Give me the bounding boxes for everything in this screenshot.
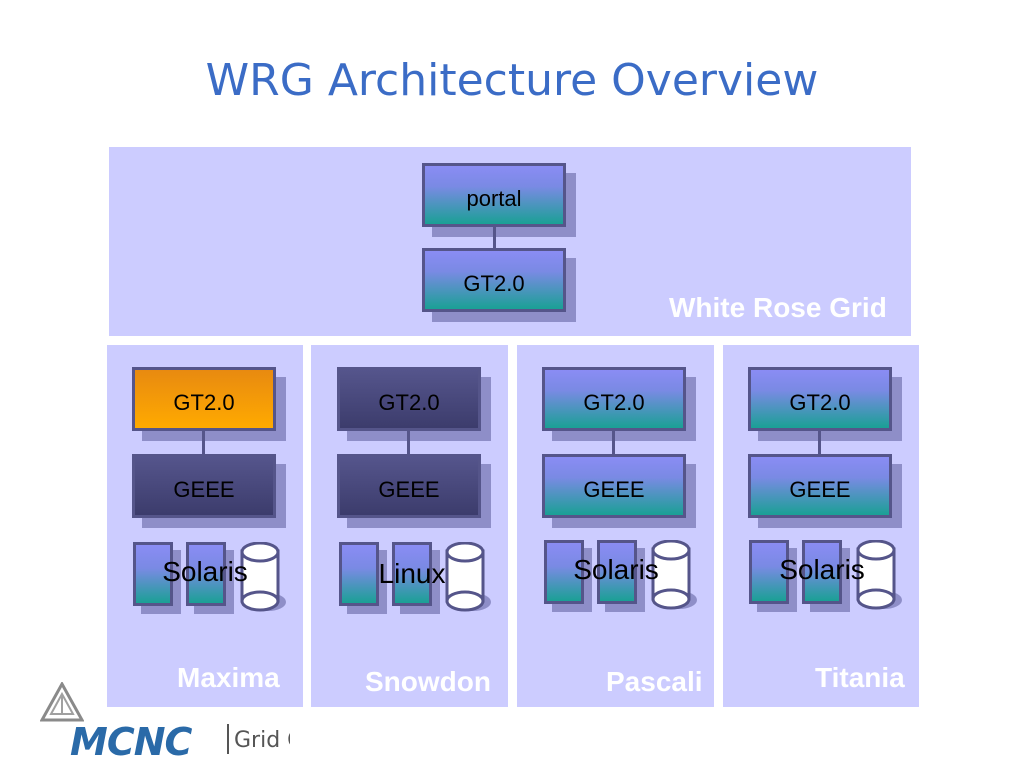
pascali-server-1 — [544, 540, 584, 604]
titania-os-label: Solaris — [779, 554, 865, 585]
maxima-geee-node: GEEE — [132, 454, 276, 518]
maxima-gt-node: GT2.0 — [132, 367, 276, 431]
mcnc-emblem-icon — [40, 682, 84, 722]
maxima-label: Maxima — [177, 662, 280, 693]
titania-connector — [818, 431, 821, 455]
logo-separator — [227, 724, 229, 754]
snowdon-connector — [407, 431, 410, 455]
pascali-os-label: Solaris — [573, 554, 659, 585]
titania-server-2 — [802, 540, 842, 604]
white-rose-grid-label: White Rose Grid — [669, 292, 887, 323]
pascali-connector — [612, 431, 615, 455]
snowdon-geee-node: GEEE — [337, 454, 481, 518]
portal-node: portal — [422, 163, 566, 227]
pascali-server-2 — [597, 540, 637, 604]
pascali-geee-node: GEEE — [542, 454, 686, 518]
maxima-connector — [202, 431, 205, 455]
pascali-gt-node: GT2.0 — [542, 367, 686, 431]
slide-title: WRG Architecture Overview — [205, 55, 819, 106]
snowdon-os-label: Linux — [378, 558, 446, 589]
snowdon-database-icon — [445, 542, 491, 612]
maxima-os-label: Solaris — [162, 556, 248, 587]
titania-label: Titania — [815, 662, 905, 693]
maxima-database-icon — [240, 542, 286, 612]
top-gt-node: GT2.0 — [422, 248, 566, 312]
titania-gt-node: GT2.0 — [748, 367, 892, 431]
pascali-database-icon — [651, 540, 697, 610]
snowdon-server-1 — [339, 542, 379, 606]
mcnc-logo: MCNC — [70, 720, 192, 764]
portal-connector — [493, 227, 496, 249]
maxima-server-1 — [133, 542, 173, 606]
maxima-server-2 — [186, 542, 226, 606]
snowdon-gt-node: GT2.0 — [337, 367, 481, 431]
logo-subtitle: Grid C — [234, 728, 290, 753]
snowdon-label: Snowdon — [365, 666, 491, 697]
pascali-label: Pascali — [606, 666, 703, 697]
titania-server-1 — [749, 540, 789, 604]
snowdon-server-2 — [392, 542, 432, 606]
titania-geee-node: GEEE — [748, 454, 892, 518]
titania-database-icon — [856, 540, 902, 610]
